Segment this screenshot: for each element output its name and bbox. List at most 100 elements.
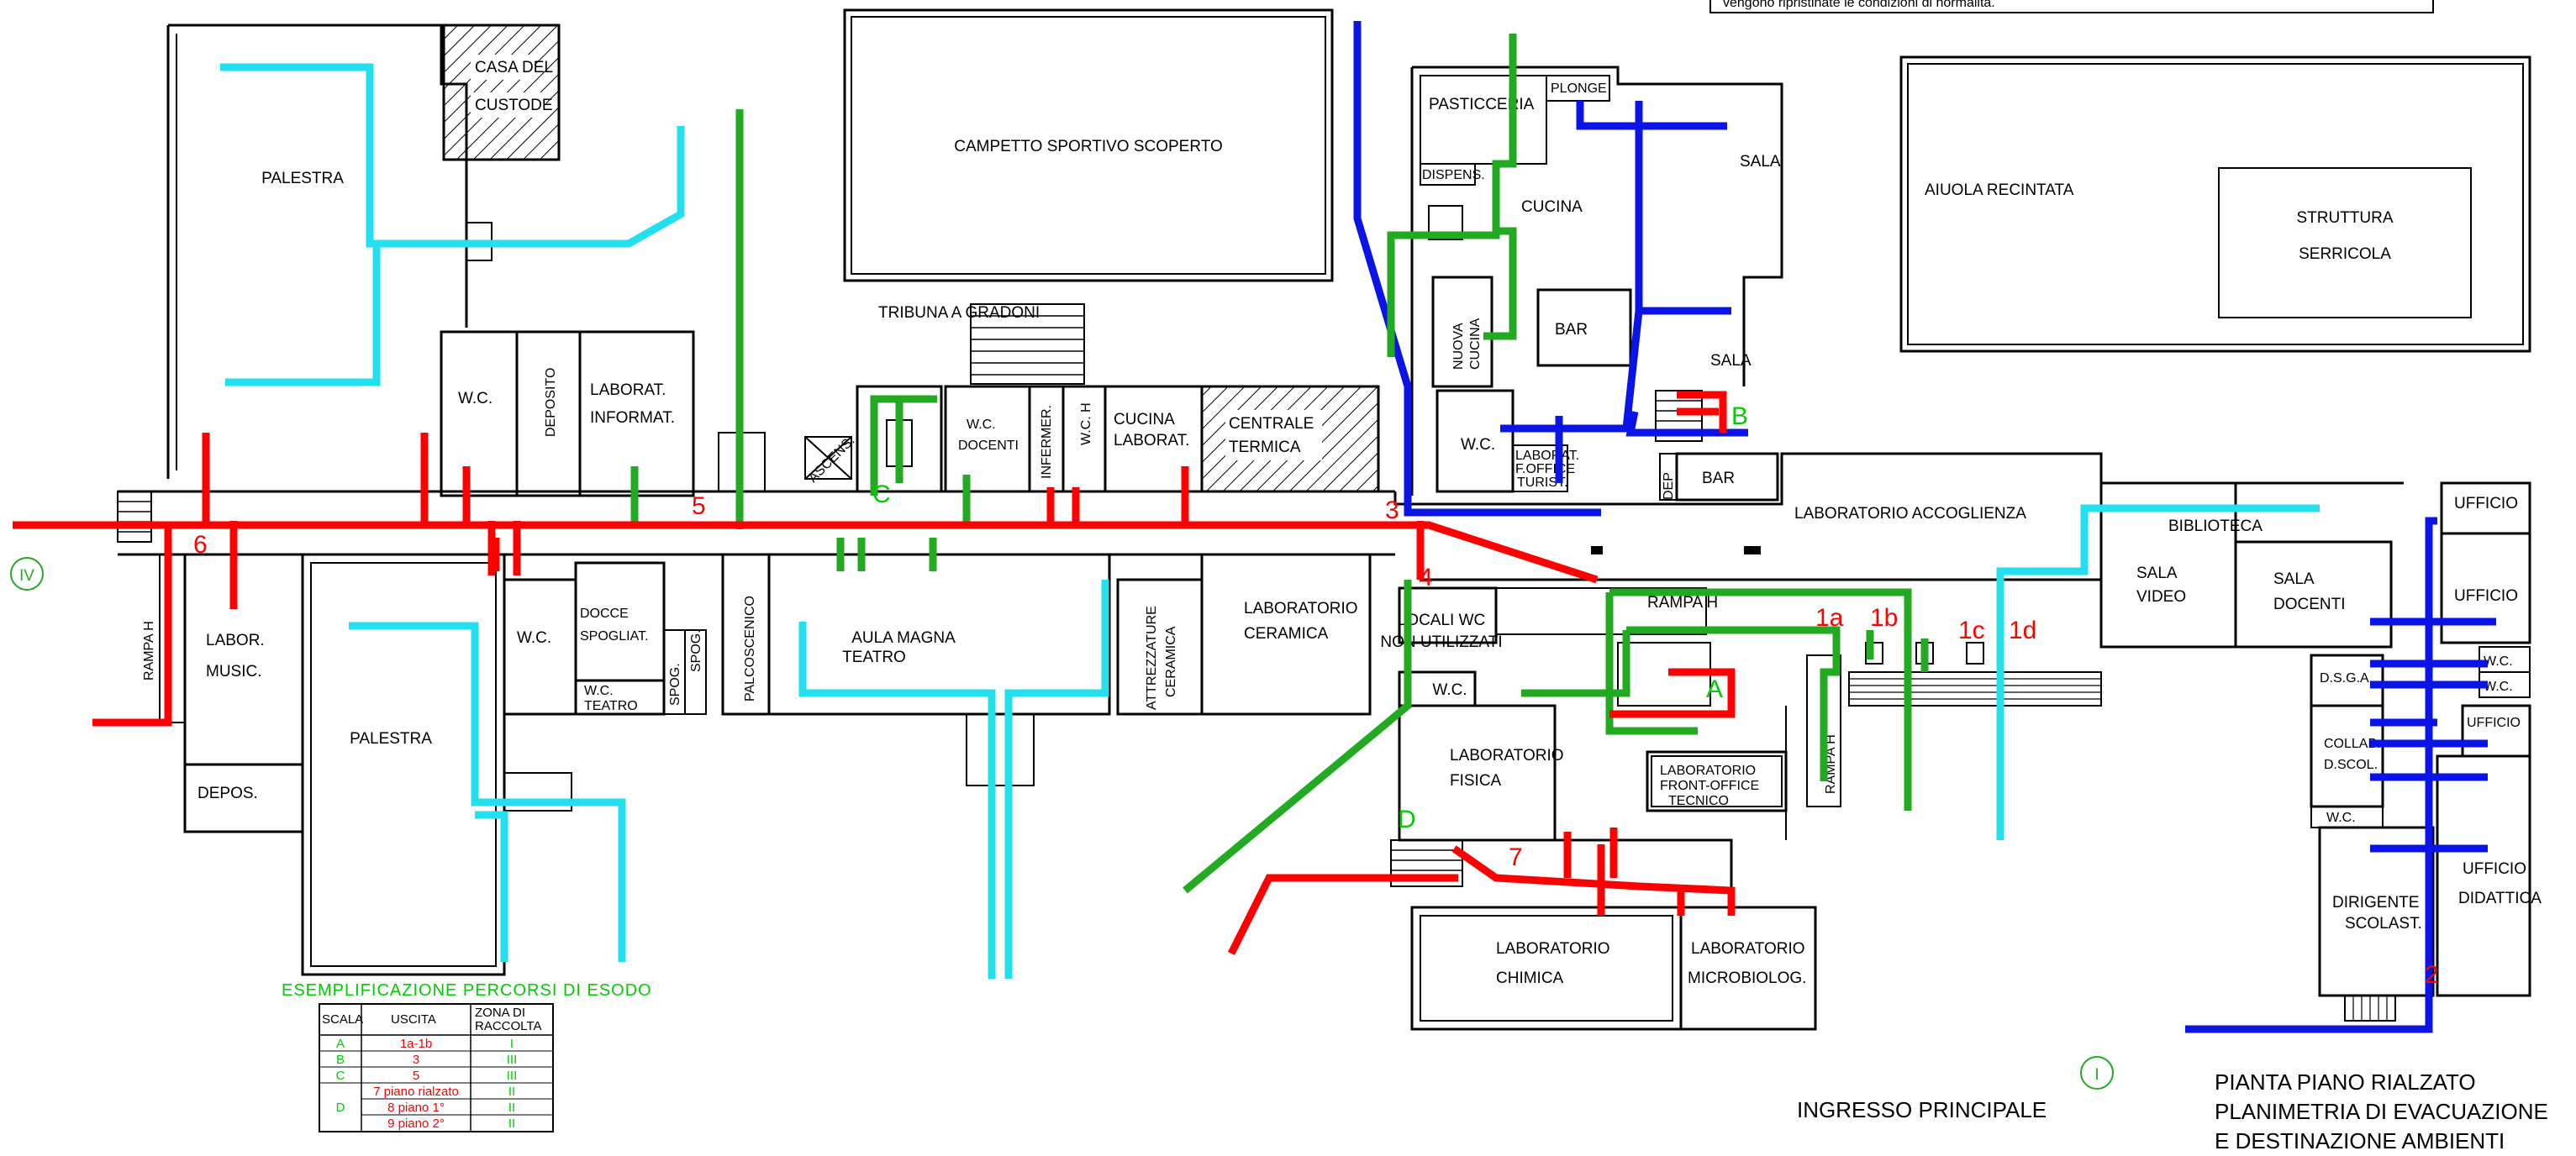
dirigente-label-1: DIRIGENTE <box>2332 894 2419 912</box>
legend-row-uscita: 3 <box>413 1053 419 1067</box>
casa-custode-label-1: CASA DEL <box>475 59 553 76</box>
infermeria-label: INFERMER. <box>1040 405 1054 479</box>
legend-row-uscita: 9 piano 2° <box>387 1117 445 1131</box>
bar-1-label: BAR <box>1555 321 1588 339</box>
legend-row-zona: I <box>510 1037 514 1051</box>
legend: ESEMPLIFICAZIONE PERCORSI DI ESODO SCALA… <box>282 981 652 1132</box>
sala-docenti-label-2: DOCENTI <box>2273 596 2346 613</box>
spog-label-1: SPOG. <box>668 663 682 706</box>
biblioteca-label: BIBLIOTECA <box>2168 518 2263 535</box>
legend-row-scala: C <box>336 1069 345 1083</box>
legend-row-zona: III <box>507 1069 518 1083</box>
sala-1-label: SALA <box>1740 153 1781 171</box>
wc-r2-label: W.C. <box>2484 680 2513 694</box>
cucina-lab-label-2: LABORAT. <box>1114 432 1189 449</box>
exit-1d-label: 1d <box>2009 617 2036 644</box>
plan-title-line-3: E DESTINAZIONE AMBIENTI <box>2215 1128 2505 1153</box>
exit-3-label: 3 <box>1385 497 1399 524</box>
legend-header-raccolta: RACCOLTA <box>475 1019 541 1033</box>
corridor-east: LABORATORIO ACCOGLIENZA <box>1393 452 2404 707</box>
serra-label-1: STRUTTURA <box>2296 209 2393 227</box>
wc-r1-label: W.C. <box>2484 654 2513 669</box>
wch-label: W.C. H <box>1079 402 1093 445</box>
east-wing: SALA VIDEO SALA DOCENTI BIBLIOTECA UFFIC… <box>2099 481 2542 1022</box>
lab-micro-label-2: MICROBIOLOG. <box>1688 969 1806 987</box>
assembly-zone-i: I <box>2080 1056 2114 1090</box>
exit-6-label: 6 <box>193 531 208 559</box>
spog-label-2: SPOG. <box>689 629 703 672</box>
wc-r3-label: W.C. <box>2326 811 2356 825</box>
palcoscenico-label: PALCOSCENICO <box>743 596 757 701</box>
legend-header-uscita: USCITA <box>391 1012 436 1027</box>
collab-label-2: D.SCOL. <box>2324 758 2378 772</box>
center-north-block: ASCENS. W.C. DOCENTI INFERMER. W.C. H CU… <box>718 385 1380 493</box>
legend-title: ESEMPLIFICAZIONE PERCORSI DI ESODO <box>282 981 652 1000</box>
lab-chimica-label-2: CHIMICA <box>1496 969 1564 987</box>
wc-teatro-label-2: TEATRO <box>584 699 638 713</box>
ufficio-did-label-1: UFFICIO <box>2463 860 2526 878</box>
exit-7-label: 7 <box>1509 843 1523 871</box>
nuova-cucina-label-2: CUCINA <box>1468 318 1483 370</box>
centrale-label-2: TERMICA <box>1229 439 1301 456</box>
stair-d-label: D <box>1398 806 1416 833</box>
assembly-zone-iv: IV <box>10 557 44 591</box>
lab-fo-turist-label-1: LABORAT. <box>1515 449 1579 463</box>
docce-label-1: DOCCE <box>580 607 629 621</box>
dsga-label: D.S.G.A. <box>2320 671 2373 686</box>
exit-5-label: 5 <box>692 492 706 520</box>
palestra-nord-label: PALESTRA <box>261 170 344 187</box>
legend-row-zona: II <box>508 1117 515 1131</box>
exit-labels: 1a 1b 1c 1d 2 3 4 5 6 7 <box>193 492 2439 989</box>
lab-accoglienza-label: LABORATORIO ACCOGLIENZA <box>1794 505 2026 523</box>
zone-iv-label: IV <box>19 567 34 585</box>
legend-row-scala: B <box>336 1053 345 1067</box>
red-routes <box>13 391 1736 956</box>
plan-title-line-2: PLANIMETRIA DI EVACUAZIONE <box>2215 1099 2548 1124</box>
lab-fo-turist-label-3: TURIST. <box>1517 476 1567 490</box>
attrezzature-label-2: CERAMICA <box>1164 626 1178 697</box>
aiuola-label: AIUOLA RECINTATA <box>1925 181 2074 199</box>
notice-box: vengono ripristinate le condizioni di no… <box>1709 0 2434 13</box>
cucina-label: CUCINA <box>1521 198 1583 216</box>
wc-south-label: W.C. <box>517 629 551 647</box>
lab-ceramica-label-1: LABORATORIO <box>1244 600 1358 617</box>
lab-informatica-label-1: LABORAT. <box>590 381 666 399</box>
ufficio-did-label-2: DIDATTICA <box>2458 890 2542 907</box>
stair-c-label: C <box>872 481 891 508</box>
pasticceria-label: PASTICCERIA <box>1429 96 1535 113</box>
lab-chimica-label-1: LABORATORIO <box>1496 940 1610 958</box>
legend-row-scala: A <box>336 1037 345 1051</box>
aiuola-recintata: AIUOLA RECINTATA STRUTTURA SERRICOLA <box>1899 55 2531 353</box>
lab-fo-turist-label-2: F.OFFICE <box>1515 462 1575 476</box>
legend-row-scala: D <box>336 1101 345 1115</box>
dispensa-label: DISPENS. <box>1422 168 1485 182</box>
locali-wc-label-2: NON UTILIZZATI <box>1380 633 1502 651</box>
collab-label-1: COLLAB. <box>2324 737 2381 751</box>
legend-row-uscita: 8 piano 1° <box>387 1101 445 1115</box>
exit-1a-label: 1a <box>1815 604 1844 632</box>
exit-4-label: 4 <box>1419 564 1433 591</box>
legend-row-uscita: 1a-1b <box>400 1037 432 1051</box>
stair-labels: A B C D <box>872 402 1748 833</box>
dirigente-label-2: SCOLAST. <box>2345 915 2422 933</box>
wc-docenti-label-1: W.C. <box>967 418 996 432</box>
sala-docenti-label-1: SALA <box>2273 570 2315 588</box>
kitchen-block: PASTICCERIA PLONGE DISPENS. CUCINA SALA … <box>1410 66 1783 502</box>
centrale-label-1: CENTRALE <box>1229 415 1314 433</box>
wc-docenti-label-2: DOCENTI <box>958 439 1019 453</box>
blue-routes <box>1353 21 2496 1033</box>
tribuna: TRIBUNA A GRADONI <box>878 303 1085 385</box>
ingresso-principale-label: INGRESSO PRINCIPALE <box>1797 1097 2047 1122</box>
locali-wc-label-1: LOCALI WC <box>1398 612 1486 629</box>
lab-fisica-label-1: LABORATORIO <box>1450 747 1564 765</box>
plan-title-line-1: PIANTA PIANO RIALZATO <box>2215 1069 2476 1095</box>
cucina-lab-label-1: CUCINA <box>1114 411 1175 428</box>
ufficio-3-label: UFFICIO <box>2467 716 2521 730</box>
aula-magna-label-2: TEATRO <box>842 649 906 666</box>
legend-header-zona: ZONA DI <box>475 1006 525 1020</box>
wc-kitchen-label: W.C. <box>1461 436 1495 454</box>
legend-row-uscita: 7 piano rialzato <box>373 1085 459 1099</box>
legend-header-scala: SCALA <box>322 1012 363 1027</box>
sala-2-label: SALA <box>1710 352 1752 370</box>
west-wing: CASA DEL CUSTODE PALESTRA W.C. DEPOSITO … <box>166 24 695 497</box>
